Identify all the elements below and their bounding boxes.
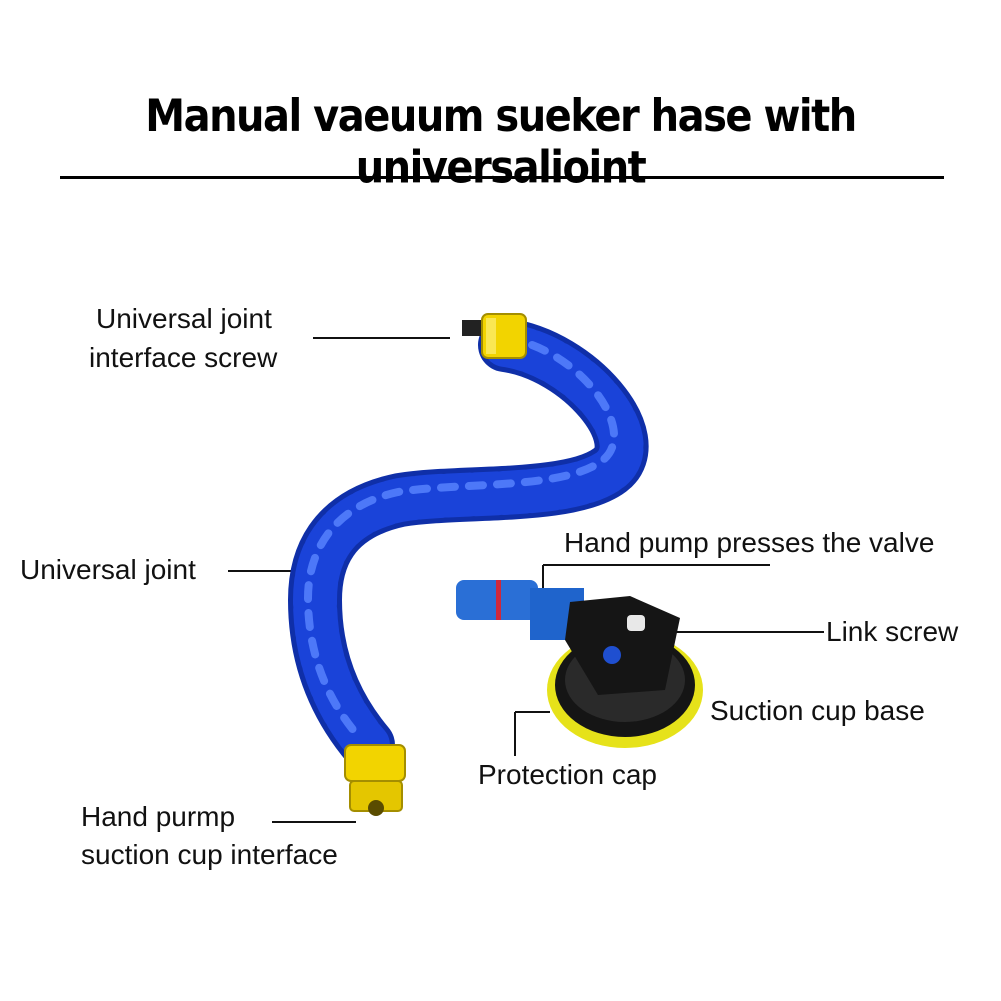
label-universal-joint: Universal joint <box>20 554 196 585</box>
label-hand-pump-interface-line2: suction cup interface <box>81 839 338 870</box>
universal-joint-hose <box>287 318 649 772</box>
suction-cup-interface-fitting <box>344 744 406 816</box>
title-divider <box>60 176 944 179</box>
suction-cup-assembly <box>456 580 703 748</box>
leader-lines <box>228 337 824 823</box>
label-suction-cup-base: Suction cup base <box>710 695 925 726</box>
label-link-screw: Link screw <box>826 616 959 647</box>
interface-screw-fitting <box>462 313 527 359</box>
mount-block <box>565 596 680 695</box>
label-universal-joint-screw-line1: Universal joint <box>96 303 272 334</box>
label-universal-joint-screw-line2: interface screw <box>89 342 278 373</box>
page-title: Manual vaeuum sueker hase with universal… <box>145 90 857 194</box>
label-hand-pump-valve: Hand pump presses the valve <box>564 527 935 558</box>
label-protection-cap: Protection cap <box>478 759 657 790</box>
label-hand-pump-interface-line1: Hand purmp <box>81 801 236 832</box>
